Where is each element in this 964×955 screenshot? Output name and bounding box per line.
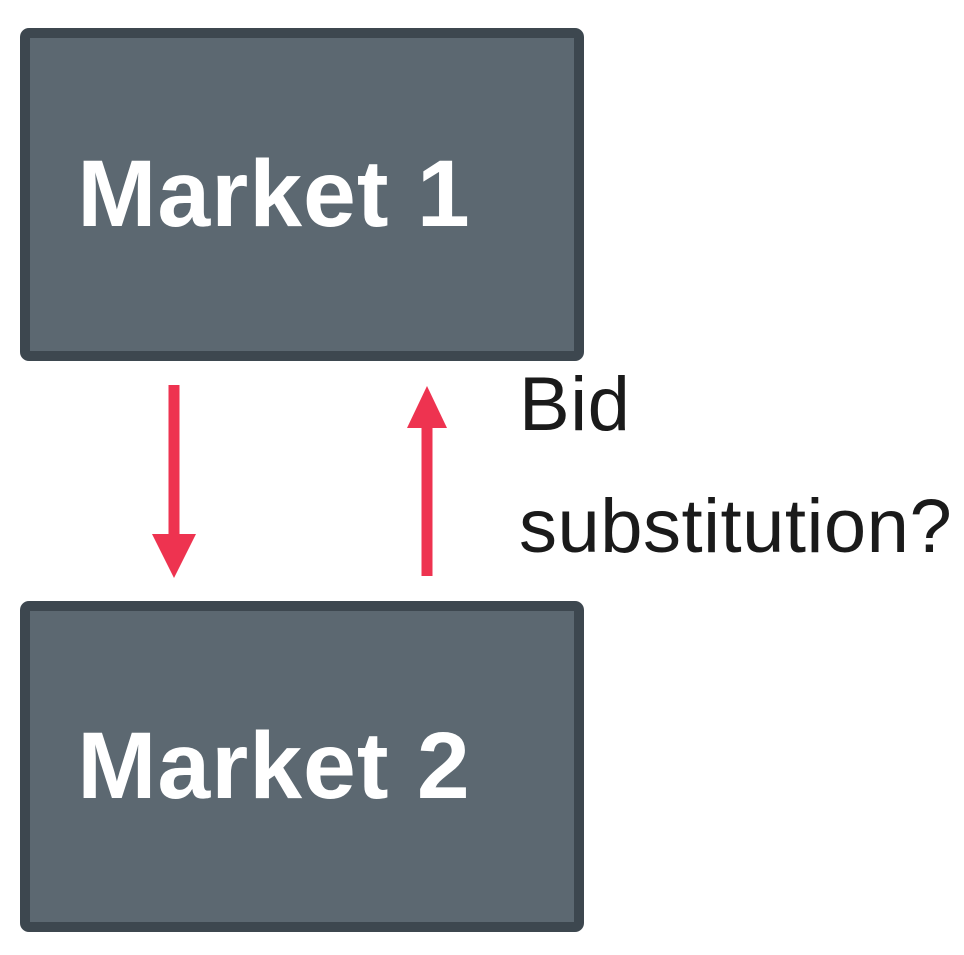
down-arrow-icon xyxy=(152,385,196,578)
market-2-label: Market 2 xyxy=(77,713,471,819)
market-1-box: Market 1 xyxy=(20,28,584,361)
up-arrow-icon xyxy=(407,386,447,576)
bid-substitution-label: Bid substitution? xyxy=(519,362,953,569)
market-2-box: Market 2 xyxy=(20,601,584,932)
market-1-label: Market 1 xyxy=(77,141,471,247)
